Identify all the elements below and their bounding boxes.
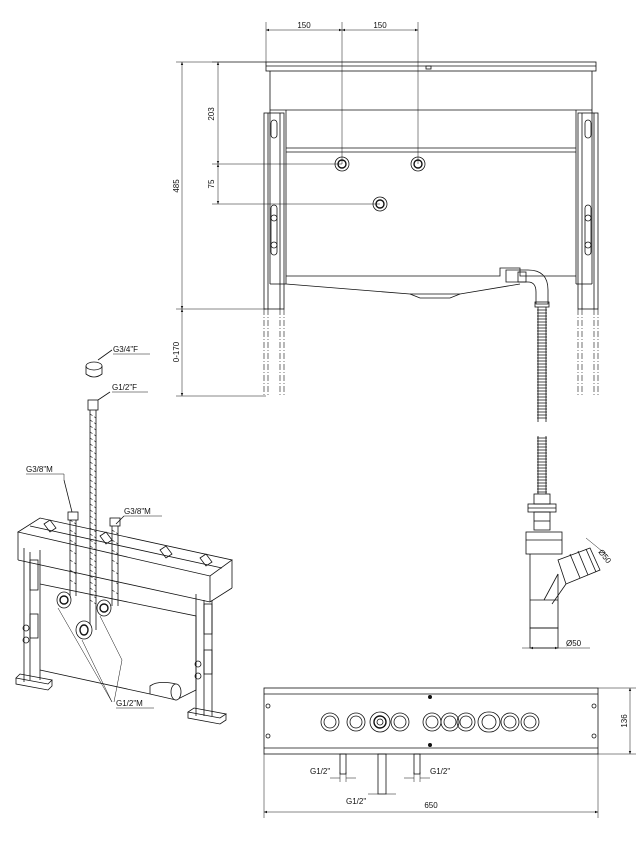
corrugated-hose (537, 307, 547, 494)
dim-vertical-connections: 203 75 (207, 61, 380, 205)
dim-d50-branch: Ø50 (596, 548, 613, 566)
label-g34f: G3/4"F (113, 345, 138, 354)
left-leg (263, 112, 285, 396)
drain-elbow (505, 269, 549, 305)
iso-connectors (56, 591, 112, 640)
label-g12-center: G1/2" (346, 797, 366, 806)
iso-left-leg (15, 548, 53, 691)
label-g38m-right: G3/8"M (124, 507, 151, 516)
dim-485: 485 (172, 179, 181, 193)
dim-d50-outlet: Ø50 (566, 639, 582, 648)
dim-150-left: 150 (297, 21, 311, 30)
dim-203: 203 (207, 107, 216, 121)
iso-right-leg (186, 594, 228, 725)
label-g38m-left: G3/8"M (26, 465, 53, 474)
dim-136: 136 (620, 714, 629, 728)
label-g12f: G1/2"F (112, 383, 137, 392)
dim-650: 650 (424, 801, 438, 810)
plan-stubs (339, 753, 421, 795)
dim-0-170: 0-170 (172, 341, 181, 362)
siphon-branch (557, 547, 601, 585)
dim-horizontal-150: 150 150 (265, 21, 419, 164)
plan-openings (320, 711, 540, 733)
cap-fitting: G3/4"F (85, 345, 150, 378)
front-view: 150 150 203 75 485 0-170 (172, 21, 599, 397)
label-g12-right: G1/2" (430, 767, 450, 776)
isometric-view: G3/4"F G1/2"F G3/8"M (15, 345, 233, 725)
plan-view: G1/2" G1/2" G1/2" 136 650 (263, 687, 636, 818)
siphon-body (525, 531, 563, 555)
drain-assembly: Ø50 Ø50 (505, 269, 613, 650)
label-g12-left: G1/2" (310, 767, 330, 776)
body-outline (269, 71, 593, 284)
supply-pipes: G3/8"M G3/8"M (26, 465, 162, 606)
label-g12m: G1/2"M (116, 699, 143, 708)
right-leg (577, 112, 599, 396)
dim-150-right: 150 (373, 21, 387, 30)
top-cover-plate (265, 61, 597, 72)
water-connections (334, 156, 426, 212)
dim-75: 75 (207, 179, 216, 188)
iso-basin-body (39, 583, 197, 701)
dim-vertical-height: 485 0-170 (172, 61, 266, 397)
plan-outline (263, 687, 599, 755)
flex-hose: G1/2"F (87, 383, 148, 630)
